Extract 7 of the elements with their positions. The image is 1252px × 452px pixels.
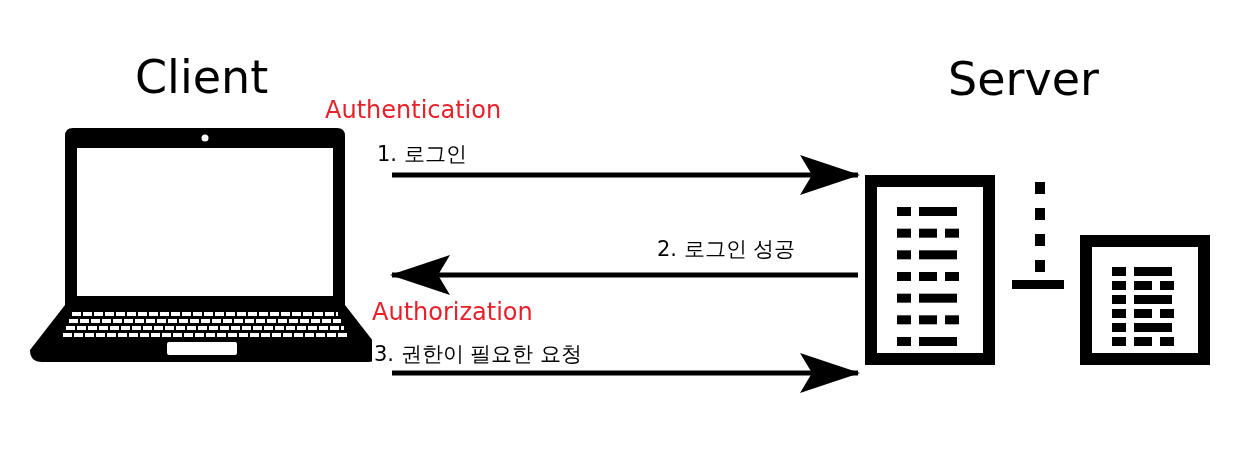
node-heading: Client bbox=[135, 50, 269, 104]
arrow bbox=[392, 353, 860, 393]
arrow bbox=[392, 155, 860, 195]
arrow bbox=[390, 255, 858, 295]
node-heading: Server bbox=[948, 52, 1099, 106]
step-category-label: Authentication bbox=[325, 96, 502, 124]
step-category-label: Authorization bbox=[372, 298, 533, 326]
